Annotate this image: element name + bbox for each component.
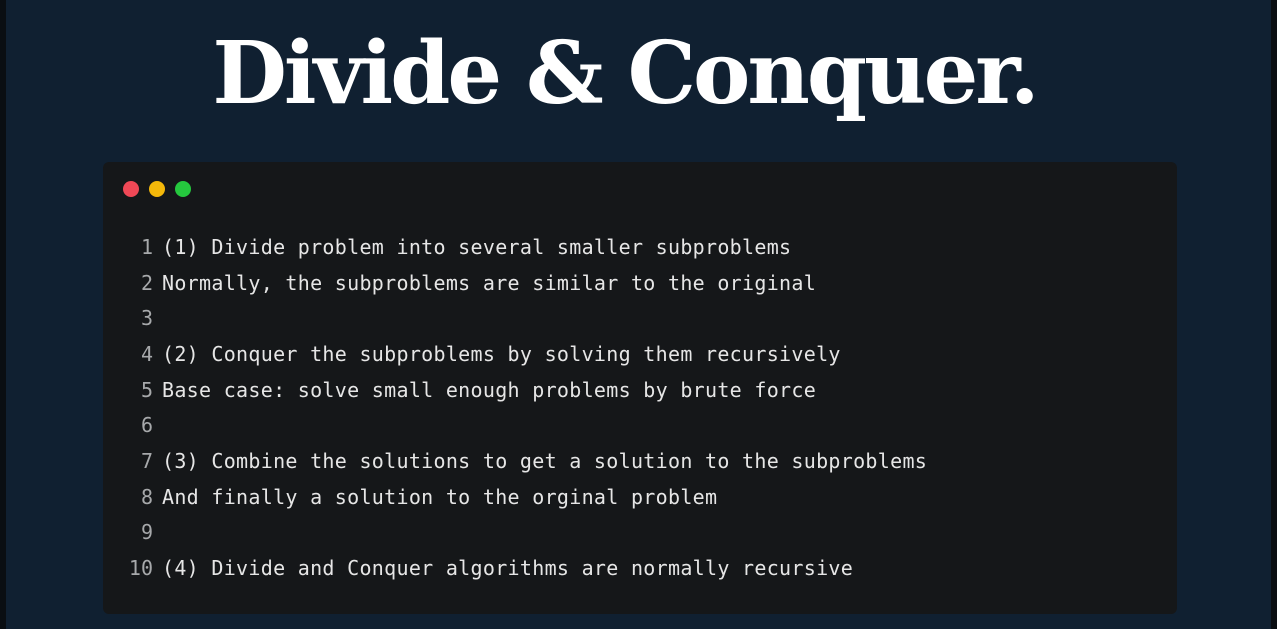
line-number: 8 [140,484,153,509]
minimize-dot-icon[interactable] [149,181,165,197]
line-text: (3) Combine the solutions to get a solut… [162,448,928,473]
line-number: 2 [140,270,153,295]
code-editor: 1 (1) Divide problem into several smalle… [103,229,1177,586]
line-text: Base case: solve small enough problems b… [162,377,817,402]
line-number: 7 [140,448,153,473]
line-number: 6 [140,413,153,438]
code-line: 8 And finally a solution to the orginal … [103,479,1177,515]
code-line: 5 Base case: solve small enough problems… [103,372,1177,408]
code-line: 1 (1) Divide problem into several smalle… [103,229,1177,265]
line-text: And finally a solution to the orginal pr… [162,484,718,509]
code-line: 4 (2) Conquer the subproblems by solving… [103,336,1177,372]
code-line: 9 [103,515,1177,551]
line-text: (1) Divide problem into several smaller … [162,234,792,259]
slide-title: Divide & Conquer. [212,23,1039,124]
code-line: 10 (4) Divide and Conquer algorithms are… [103,550,1177,586]
right-letterbox [1271,0,1277,629]
line-number: 3 [140,306,153,331]
maximize-dot-icon[interactable] [175,181,191,197]
line-text: (2) Conquer the subproblems by solving t… [162,341,841,366]
code-line: 7 (3) Combine the solutions to get a sol… [103,443,1177,479]
line-number: 4 [140,341,153,366]
line-number: 9 [140,520,153,545]
left-letterbox [0,0,6,629]
line-number: 5 [140,377,153,402]
code-line: 3 [103,300,1177,336]
line-number: 10 [128,556,153,581]
window-controls [123,181,191,197]
line-text: Normally, the subproblems are similar to… [162,270,817,295]
code-line: 2 Normally, the subproblems are similar … [103,265,1177,301]
close-dot-icon[interactable] [123,181,139,197]
line-number: 1 [140,234,153,259]
code-line: 6 [103,407,1177,443]
line-text: (4) Divide and Conquer algorithms are no… [162,556,854,581]
code-window: 1 (1) Divide problem into several smalle… [103,162,1177,614]
